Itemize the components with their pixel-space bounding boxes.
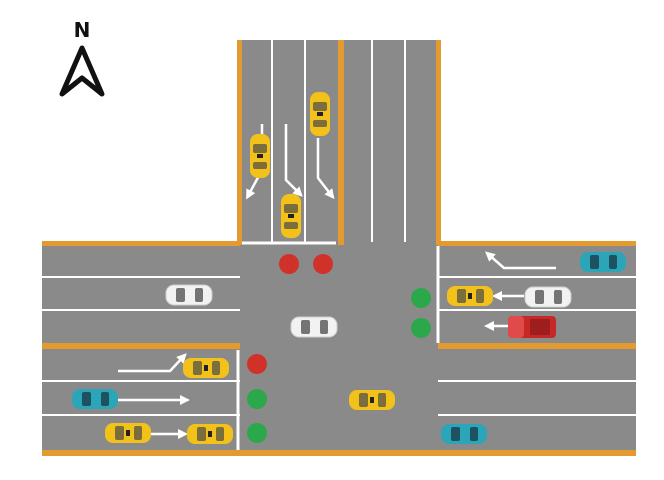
compass-north-label: N <box>73 18 91 42</box>
signal-west-1 <box>247 354 267 374</box>
signal-east-1 <box>411 288 431 308</box>
teal-car-west-mid <box>72 389 118 409</box>
signal-west-3 <box>247 423 267 443</box>
red-truck-east-low <box>508 316 556 338</box>
white-car-west-upper <box>165 284 213 306</box>
curbs <box>42 40 636 456</box>
taxi-north-lane3 <box>310 92 330 136</box>
vehicles <box>72 92 626 444</box>
arrow-right-turn-north <box>316 138 335 200</box>
teal-car-east-bottom <box>441 424 487 444</box>
lane-markings <box>42 40 636 416</box>
signal-east-2 <box>411 318 431 338</box>
taxi-west-low-front <box>187 424 233 444</box>
taxi-west-low-rear <box>105 423 151 443</box>
signal-west-2 <box>247 389 267 409</box>
signal-north-2 <box>313 254 333 274</box>
arrow-straight-right-north <box>284 124 303 197</box>
arrow-left-turn-west <box>118 353 187 373</box>
arrow-left-turn-east <box>484 251 556 270</box>
taxi-east-mid <box>447 286 493 306</box>
taxi-north-lane2 <box>281 194 301 238</box>
stop-lines <box>236 241 440 450</box>
taxi-north-lane1 <box>250 134 270 178</box>
compass-arrow-icon <box>59 45 105 97</box>
signal-north-1 <box>279 254 299 274</box>
white-car-east-mid <box>524 286 572 308</box>
teal-car-east-top <box>580 252 626 272</box>
junction-area <box>240 244 438 454</box>
taxi-junction <box>349 390 395 410</box>
taxi-west-left-turn <box>183 358 229 378</box>
white-car-junction <box>290 316 338 338</box>
traffic-signals <box>247 254 431 443</box>
